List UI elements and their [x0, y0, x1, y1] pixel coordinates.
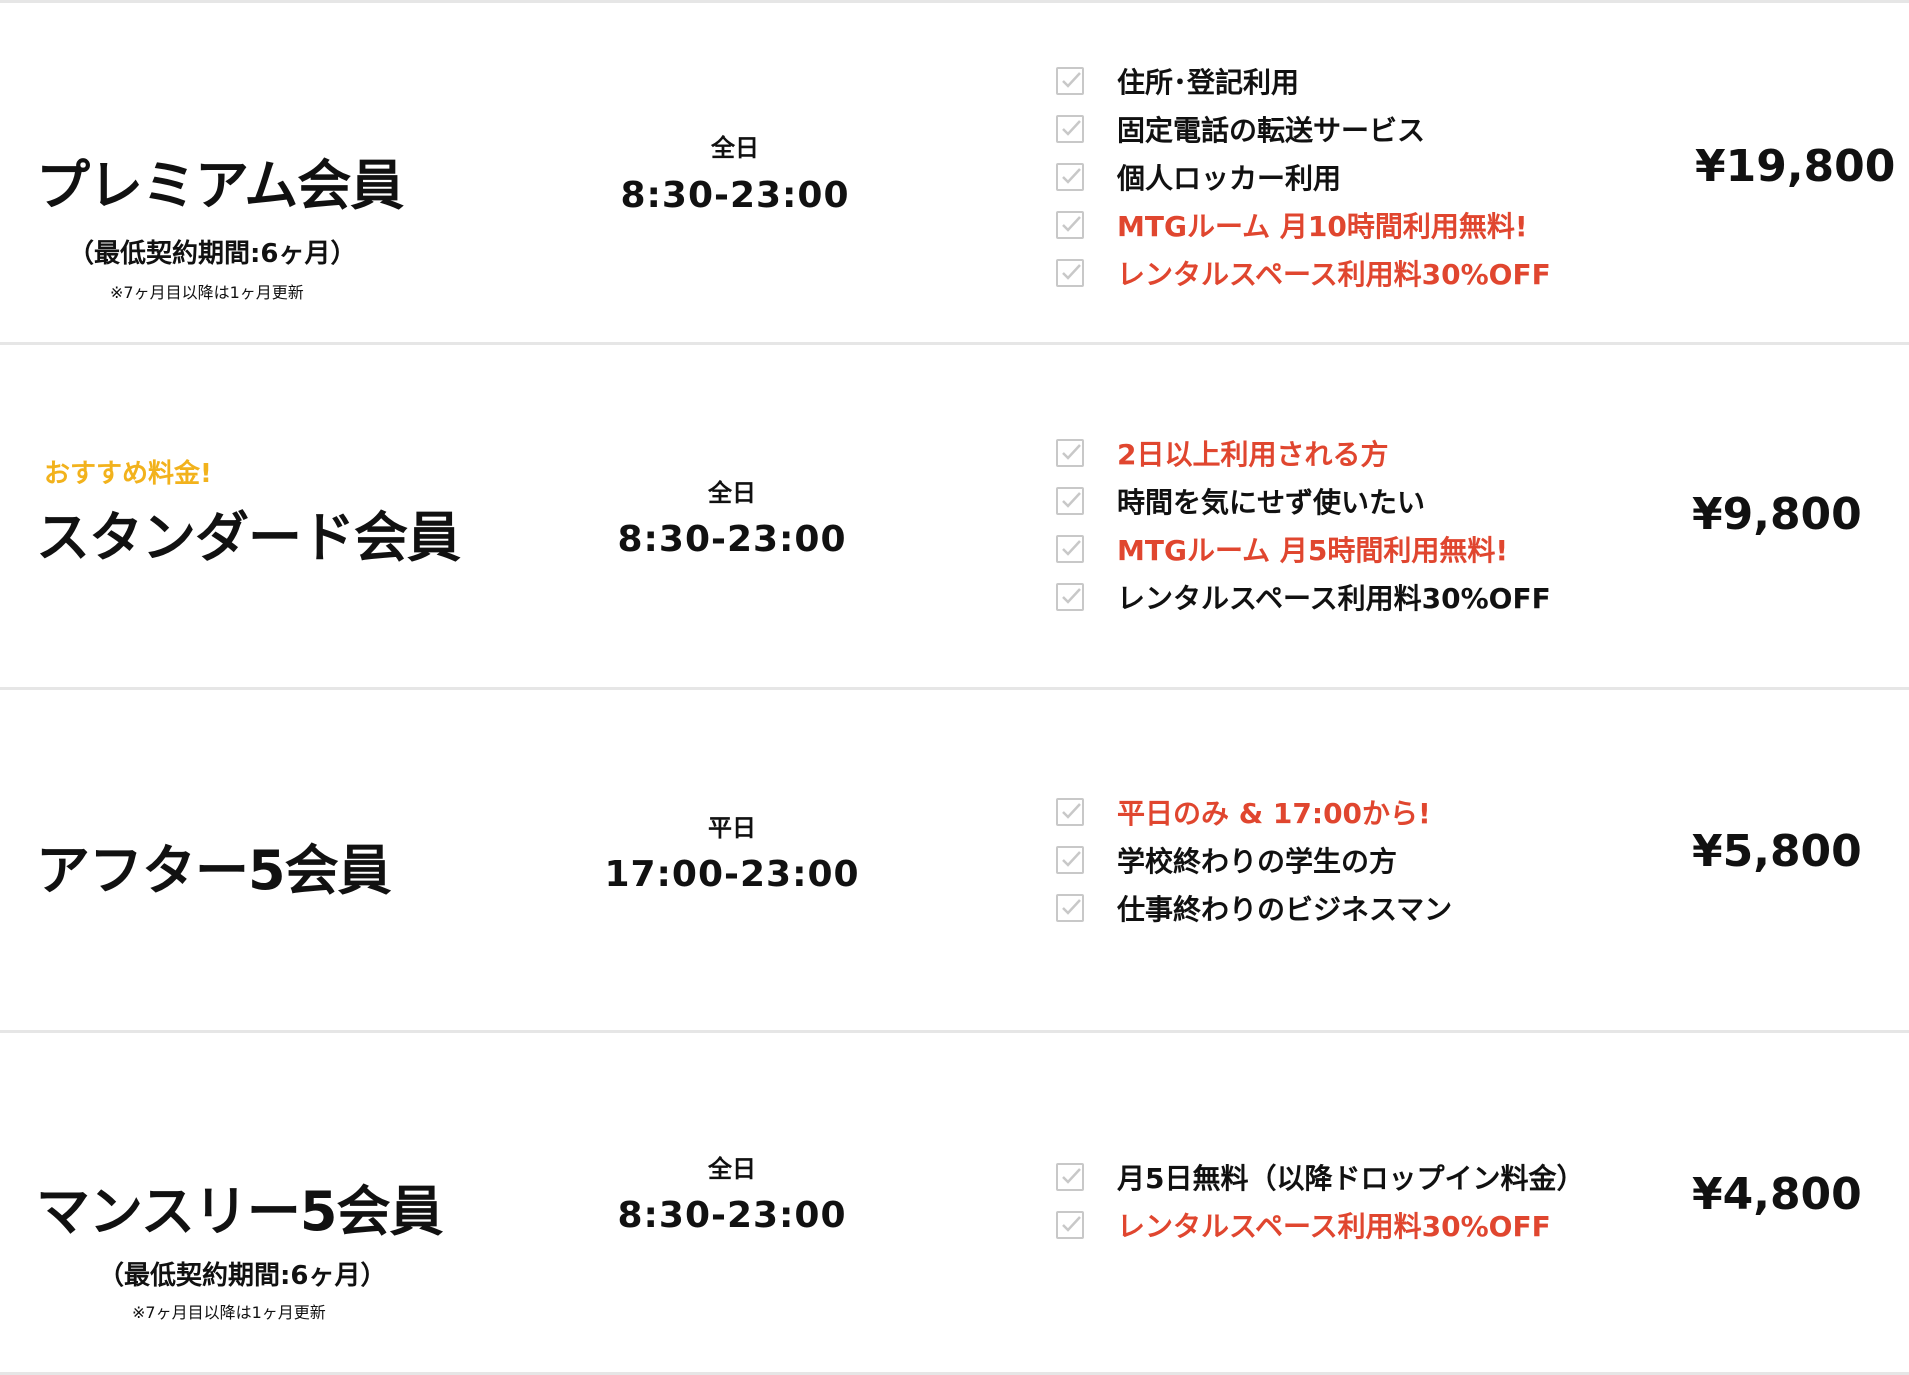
plan-price: ¥5,800	[1692, 826, 1862, 877]
feature-item: レンタルスペース利用料30%OFF	[1055, 1201, 1584, 1249]
hours-label: 平日	[708, 814, 756, 842]
checkbox-icon	[1056, 259, 1084, 287]
hours-column: 全日 8:30-23:00	[602, 1033, 862, 1372]
checkbox-icon	[1056, 211, 1084, 239]
checkbox-icon	[1056, 1163, 1084, 1191]
hours-column: 全日 8:30-23:00	[605, 3, 865, 345]
feature-item: 住所･登記利用	[1055, 57, 1551, 105]
plan-price: ¥9,800	[1692, 489, 1862, 540]
feature-item: レンタルスペース利用料30%OFF	[1055, 249, 1551, 297]
plan-name-column: プレミアム会員 （最低契約期間:6ヶ月） ※7ヶ月目以降は1ヶ月更新	[36, 3, 486, 345]
checkbox-icon	[1056, 583, 1084, 611]
checkbox-icon	[1056, 115, 1084, 143]
hours-label: 全日	[708, 1155, 756, 1183]
plan-price: ¥19,800	[1695, 141, 1896, 192]
checkbox-icon	[1056, 487, 1084, 515]
plan-row-premium: プレミアム会員 （最低契約期間:6ヶ月） ※7ヶ月目以降は1ヶ月更新 全日 8:…	[0, 0, 1909, 345]
recommend-badge: おすすめ料金!	[44, 459, 212, 489]
feature-item: MTGルーム 月5時間利用無料!	[1055, 525, 1551, 573]
feature-list: 月5日無料（以降ドロップイン料金） レンタルスペース利用料30%OFF	[1055, 1153, 1584, 1249]
feature-list: 住所･登記利用 固定電話の転送サービス 個人ロッカー利用 MTGルーム 月10時…	[1055, 57, 1551, 297]
feature-text-highlight: レンタルスペース利用料30%OFF	[1117, 258, 1551, 291]
plan-row-monthly5: マンスリー5会員 （最低契約期間:6ヶ月） ※7ヶ月目以降は1ヶ月更新 全日 8…	[0, 1030, 1909, 1375]
plan-name-column: アフター5会員	[36, 690, 486, 1032]
checkbox-icon	[1056, 439, 1084, 467]
plan-name: プレミアム会員	[36, 154, 404, 217]
feature-list: 2日以上利用される方 時間を気にせず使いたい MTGルーム 月5時間利用無料! …	[1055, 429, 1551, 621]
hours-time: 8:30-23:00	[620, 175, 850, 216]
checkbox-icon	[1056, 163, 1084, 191]
hours-column: 全日 8:30-23:00	[602, 345, 862, 687]
feature-item: 月5日無料（以降ドロップイン料金）	[1055, 1153, 1584, 1201]
feature-text-highlight: 平日のみ & 17:00から!	[1117, 797, 1431, 830]
feature-text: 住所･登記利用	[1117, 66, 1300, 99]
feature-text: レンタルスペース利用料30%OFF	[1117, 582, 1551, 615]
min-contract-period: （最低契約期間:6ヶ月）	[68, 239, 357, 269]
checkbox-icon	[1056, 1211, 1084, 1239]
feature-text-highlight: 2日以上利用される方	[1117, 438, 1389, 471]
feature-item: レンタルスペース利用料30%OFF	[1055, 573, 1551, 621]
checkbox-icon	[1056, 894, 1084, 922]
min-contract-period: （最低契約期間:6ヶ月）	[98, 1261, 387, 1291]
renewal-note: ※7ヶ月目以降は1ヶ月更新	[110, 283, 304, 302]
hours-label: 全日	[711, 134, 759, 162]
feature-text: 月5日無料（以降ドロップイン料金）	[1117, 1162, 1585, 1195]
hours-column: 平日 17:00-23:00	[602, 690, 862, 1032]
hours-time: 8:30-23:00	[617, 519, 847, 560]
feature-item: 固定電話の転送サービス	[1055, 105, 1551, 153]
checkbox-icon	[1056, 535, 1084, 563]
feature-text: 学校終わりの学生の方	[1117, 845, 1398, 878]
feature-item: MTGルーム 月10時間利用無料!	[1055, 201, 1551, 249]
plan-row-after5: アフター5会員 平日 17:00-23:00 平日のみ & 17:00から! 学…	[0, 687, 1909, 1032]
plan-name: アフター5会員	[36, 839, 392, 902]
hours-time: 17:00-23:00	[604, 854, 860, 895]
plan-row-standard: おすすめ料金! スタンダード会員 全日 8:30-23:00 2日以上利用される…	[0, 342, 1909, 687]
checkbox-icon	[1056, 798, 1084, 826]
feature-text: 個人ロッカー利用	[1117, 162, 1342, 195]
feature-item: 2日以上利用される方	[1055, 429, 1551, 477]
feature-text-highlight: MTGルーム 月5時間利用無料!	[1117, 534, 1509, 567]
feature-text: 仕事終わりのビジネスマン	[1117, 893, 1453, 926]
feature-item: 仕事終わりのビジネスマン	[1055, 884, 1452, 932]
feature-text: 時間を気にせず使いたい	[1117, 486, 1426, 519]
checkbox-icon	[1056, 67, 1084, 95]
plan-name-column: マンスリー5会員 （最低契約期間:6ヶ月） ※7ヶ月目以降は1ヶ月更新	[36, 1033, 486, 1372]
plan-name: マンスリー5会員	[36, 1180, 443, 1243]
plan-name-column: おすすめ料金! スタンダード会員	[36, 345, 486, 687]
feature-item: 学校終わりの学生の方	[1055, 836, 1452, 884]
renewal-note: ※7ヶ月目以降は1ヶ月更新	[132, 1303, 326, 1322]
feature-item: 時間を気にせず使いたい	[1055, 477, 1551, 525]
feature-item: 個人ロッカー利用	[1055, 153, 1551, 201]
hours-time: 8:30-23:00	[617, 1195, 847, 1236]
plan-name: スタンダード会員	[36, 506, 461, 569]
feature-text-highlight: レンタルスペース利用料30%OFF	[1117, 1210, 1551, 1243]
feature-text-highlight: MTGルーム 月10時間利用無料!	[1117, 210, 1528, 243]
feature-text: 固定電話の転送サービス	[1117, 114, 1426, 147]
hours-label: 全日	[708, 479, 756, 507]
plan-price: ¥4,800	[1692, 1169, 1862, 1220]
feature-item: 平日のみ & 17:00から!	[1055, 788, 1452, 836]
checkbox-icon	[1056, 846, 1084, 874]
feature-list: 平日のみ & 17:00から! 学校終わりの学生の方 仕事終わりのビジネスマン	[1055, 788, 1452, 932]
